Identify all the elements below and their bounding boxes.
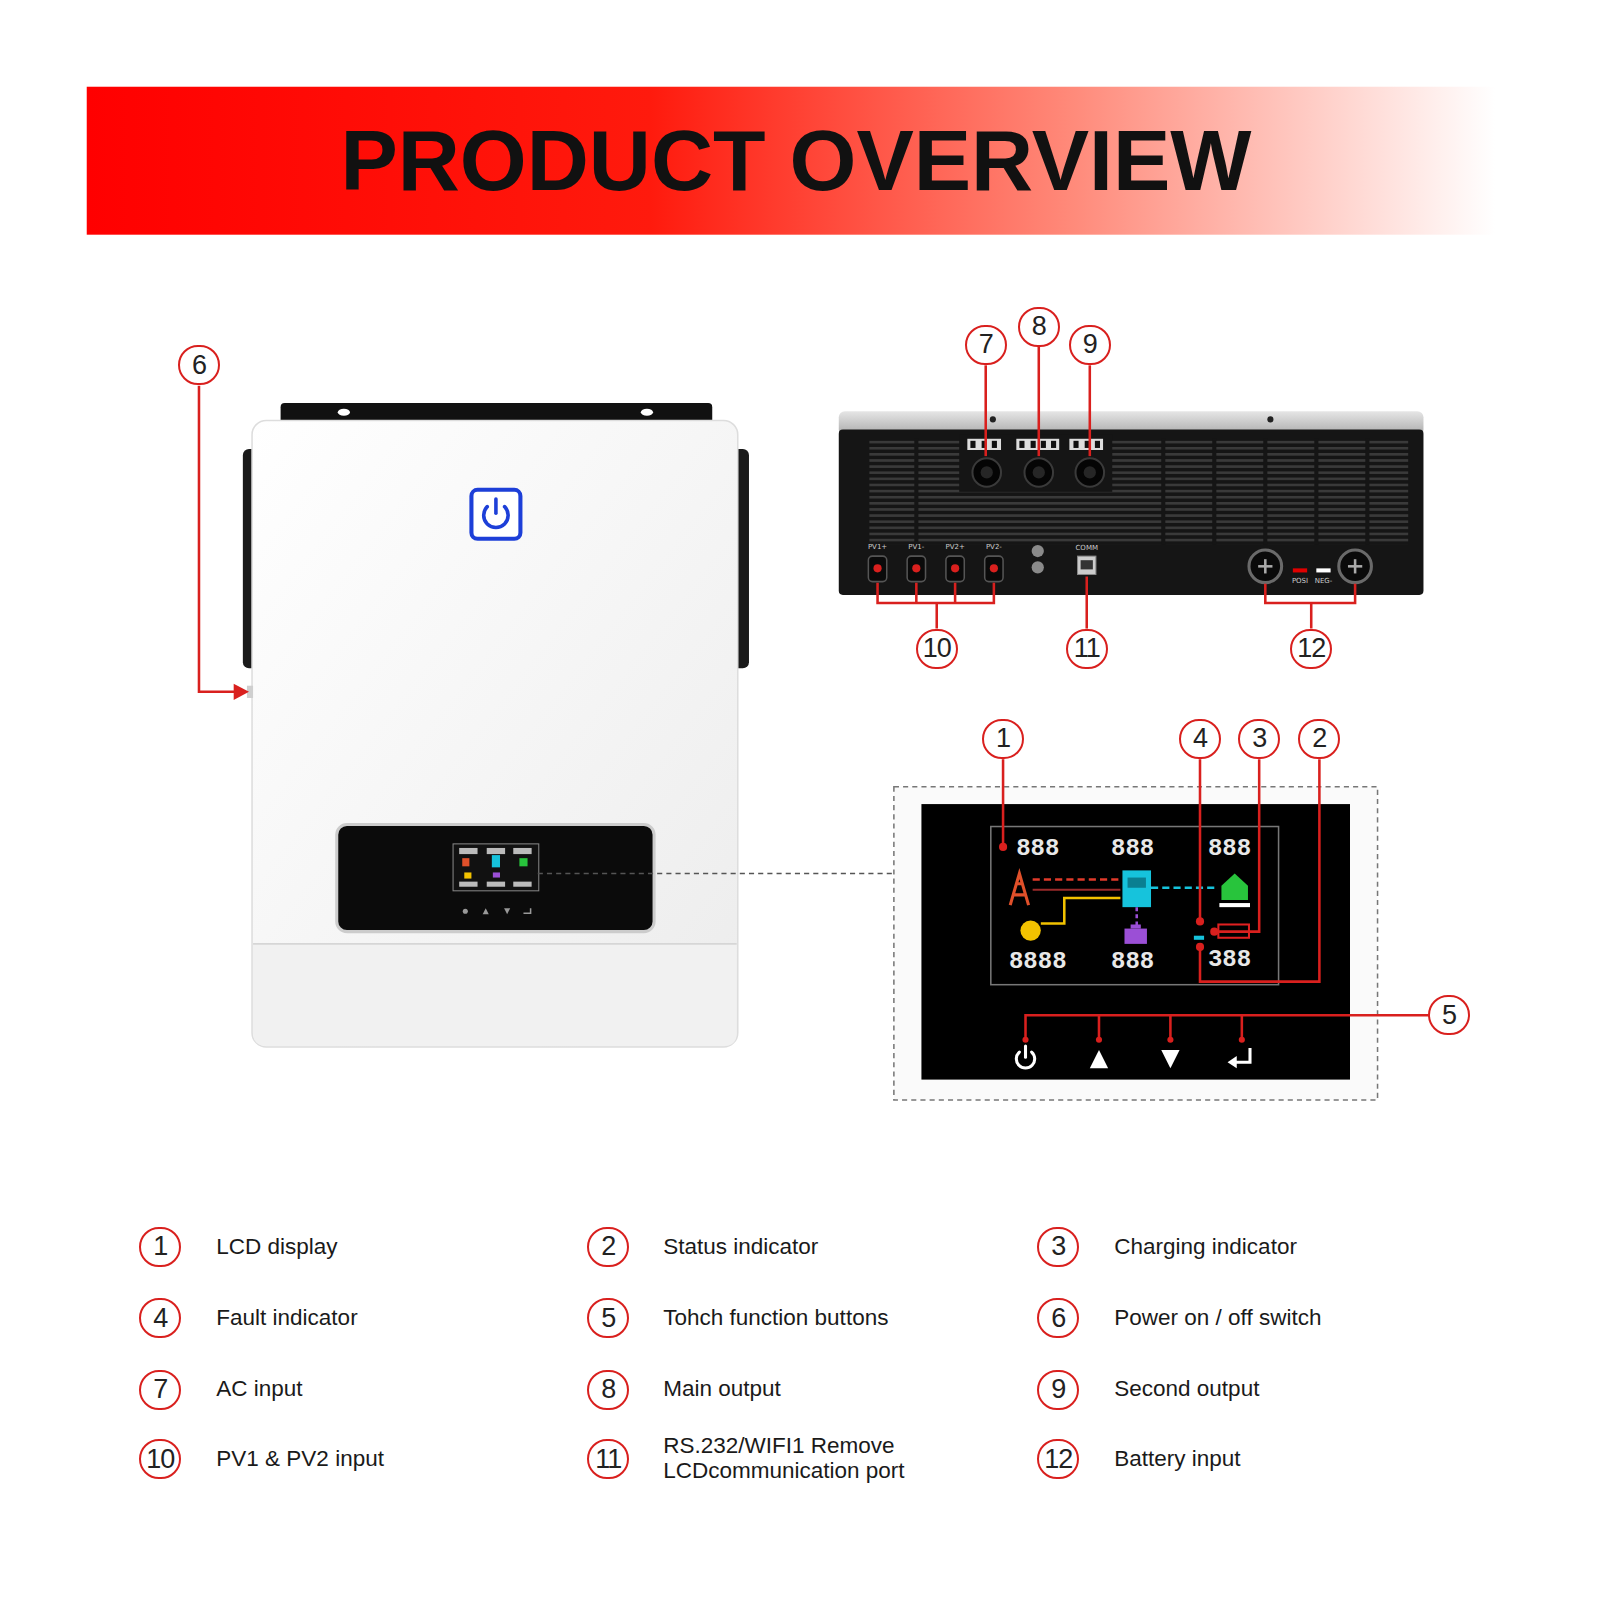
port-label: POSI <box>1292 578 1308 585</box>
lcd-digits: 888 <box>1111 837 1154 861</box>
callout-number: 7 <box>965 325 1007 365</box>
callout-number: 3 <box>1238 719 1280 759</box>
callout-number: 2 <box>1298 719 1340 759</box>
lcd-digits: 388 <box>1208 948 1251 972</box>
callout-number: 9 <box>1069 325 1111 365</box>
lcd-digits: 888 <box>1016 837 1059 861</box>
legend-number: 2 <box>587 1227 629 1267</box>
port-label: PV2- <box>986 544 1002 551</box>
callout-number: 8 <box>1018 307 1060 347</box>
legend-number: 3 <box>1037 1227 1079 1267</box>
legend-number: 7 <box>139 1370 181 1410</box>
legend-text: Power on / off switch <box>1114 1306 1321 1331</box>
port-label: PV1+ <box>868 544 887 551</box>
legend-number: 1 <box>139 1227 181 1267</box>
title-text: PRODUCT OVERVIEW <box>340 117 1251 203</box>
legend-text: AC input <box>216 1377 302 1402</box>
callout-number: 10 <box>916 629 958 669</box>
port-label: PV2+ <box>945 544 964 551</box>
port-label: PV1- <box>908 544 924 551</box>
legend-text: Battery input <box>1114 1447 1240 1472</box>
legend-number: 4 <box>139 1298 181 1338</box>
callout-number: 4 <box>1179 719 1221 759</box>
port-label: NEG- <box>1315 578 1333 585</box>
legend-number: 8 <box>587 1370 629 1410</box>
legend-text: Fault indicator <box>216 1306 357 1331</box>
display-zoom <box>894 787 1378 1100</box>
lcd-digits: 888 <box>1111 950 1154 974</box>
legend-text: Charging indicator <box>1114 1235 1297 1260</box>
leader-lines <box>199 347 1429 1039</box>
callout-number: 5 <box>1428 995 1470 1035</box>
legend-text: PV1 & PV2 input <box>216 1447 384 1472</box>
callout-number: 6 <box>178 345 220 385</box>
legend-number: 9 <box>1037 1370 1079 1410</box>
callout-number: 1 <box>982 719 1024 759</box>
lcd-digits: 8888 <box>1009 950 1067 974</box>
legend-number: 10 <box>139 1439 181 1479</box>
legend-text: Status indicator <box>663 1235 818 1260</box>
port-label: COMM <box>1075 545 1097 552</box>
bottom-view <box>839 411 1424 595</box>
legend-number: 6 <box>1037 1298 1079 1338</box>
lcd-digits: 888 <box>1208 837 1251 861</box>
legend-text: RS.232/WIFI1 Remove LCDcommunication por… <box>663 1434 1003 1484</box>
legend-text: Tohch function buttons <box>663 1306 888 1331</box>
legend-number: 5 <box>587 1298 629 1338</box>
callout-number: 12 <box>1290 629 1332 669</box>
legend-text: Second output <box>1114 1377 1259 1402</box>
legend-number: 11 <box>587 1439 629 1479</box>
legend-text: LCD display <box>216 1235 337 1260</box>
legend-number: 12 <box>1037 1439 1079 1479</box>
callout-number: 11 <box>1066 629 1108 669</box>
legend-text: Main output <box>663 1377 781 1402</box>
title-band <box>87 87 1495 235</box>
front-view <box>243 403 894 1047</box>
leader-ends <box>234 684 1245 1043</box>
